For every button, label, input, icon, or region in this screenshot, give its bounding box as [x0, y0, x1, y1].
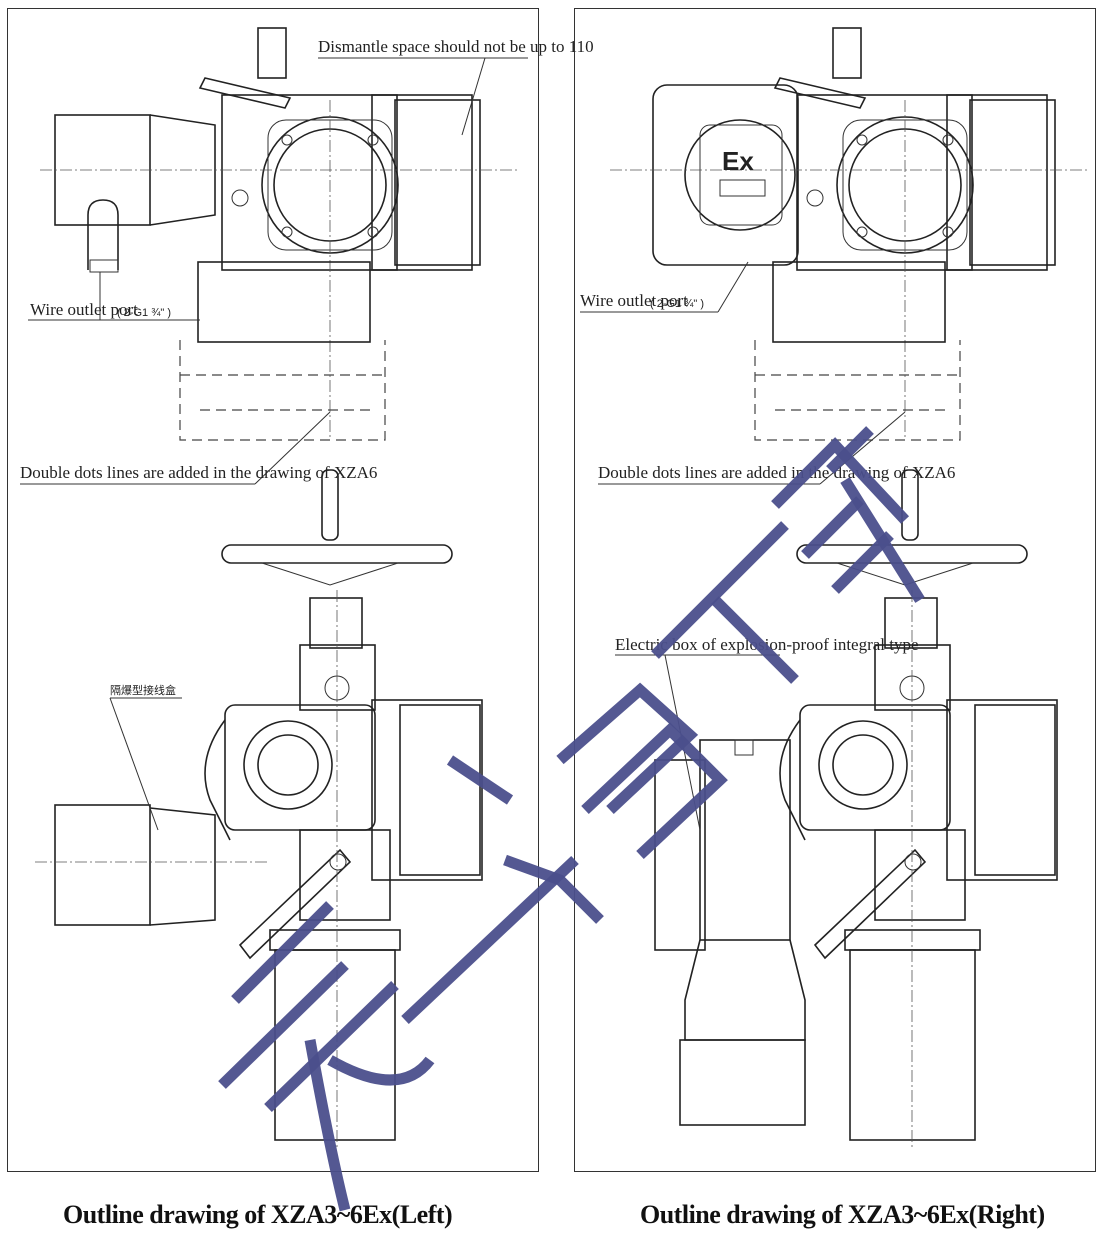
wire-outlet-spec-left: ( 2-G1 ¾" ) [117, 307, 171, 319]
wire-outlet-label-right: Wire outlet port [580, 291, 688, 310]
left-front-view [35, 469, 483, 1150]
double-dots-note-right: Double dots lines are added in the drawi… [598, 463, 955, 482]
caption-left: Outline drawing of XZA3~6Ex(Left) [63, 1200, 453, 1229]
left-top-view [20, 27, 528, 485]
wire-outlet-label-left: Wire outlet port [30, 300, 138, 319]
double-dots-note-left: Double dots lines are added in the drawi… [20, 463, 377, 482]
right-front-view [615, 469, 1058, 1150]
caption-right: Outline drawing of XZA3~6Ex(Right) [640, 1200, 1045, 1229]
ex-mark: Ex [722, 146, 754, 176]
wire-outlet-spec-right: ( 2-G1 ¾" ) [650, 298, 704, 310]
watermark-logo [218, 426, 925, 1212]
right-top-view [580, 27, 1090, 485]
flameproof-junction-box-label: 隔爆型接线盒 [110, 683, 176, 697]
dismantle-space-label: Dismantle space should not be up to 110 [318, 37, 594, 56]
